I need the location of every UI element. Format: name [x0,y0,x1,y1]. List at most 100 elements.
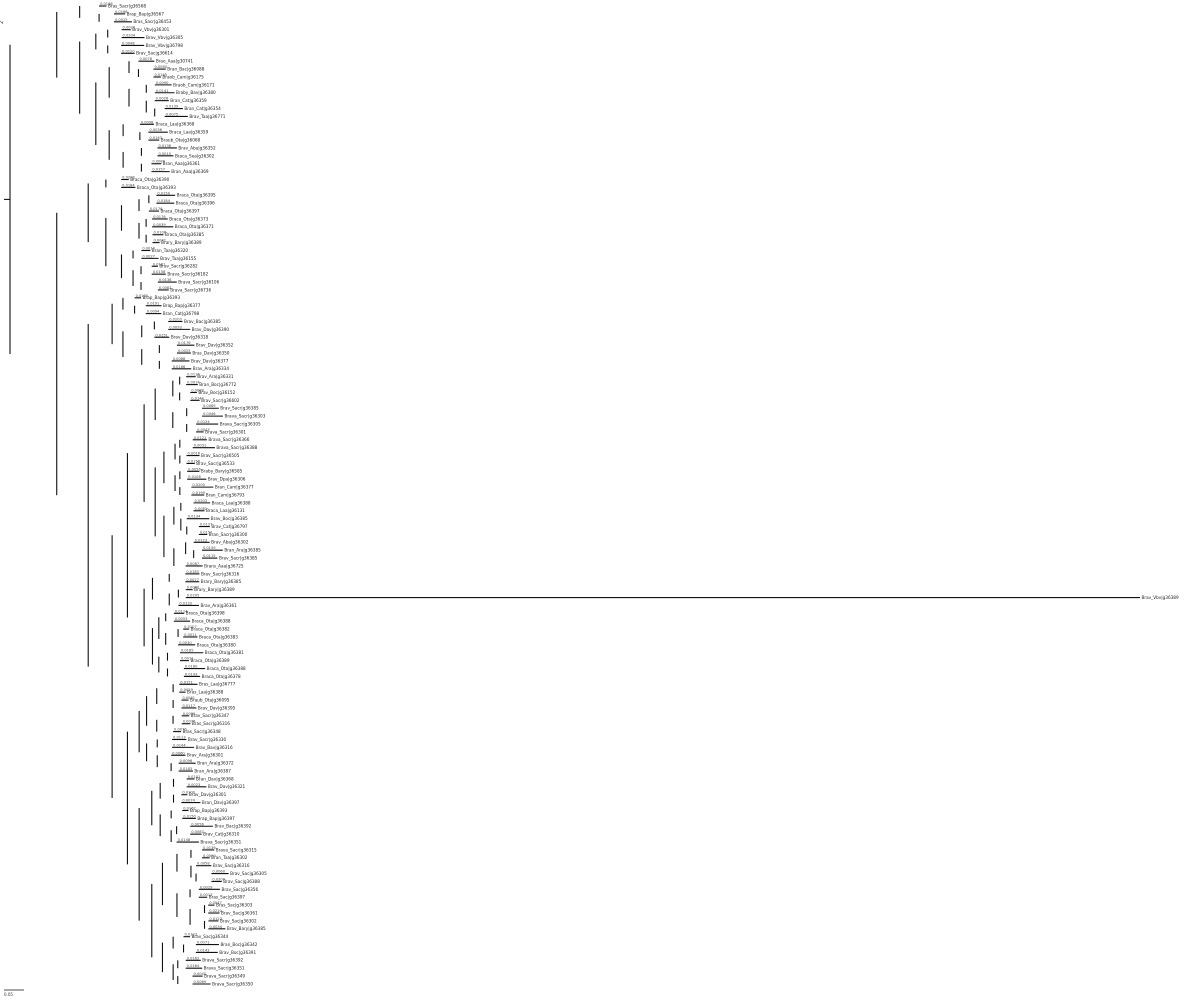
leaf-label: Braca_Laa|g36131 [206,508,245,513]
branch-length-label: 0.0036 [149,128,162,132]
leaf-label: Brav_Bac|g36392 [214,824,251,829]
branch-length-label: 0.0191 [147,302,160,306]
leaf-label: Brav_Sac|g36344 [192,934,229,939]
leaf-label: Bran_Cat|g36354 [184,106,221,111]
branch-length-label: 0.0011 [181,657,194,661]
leaf-label: Bran_Ara|g36387 [194,768,231,773]
leaf-label: Brary_Bary|g36389 [194,587,235,592]
branch-length-label: 0.0184 [157,199,170,203]
branch-length-label: 0.0107 [184,625,197,629]
branch-length-label: 0.0136 [203,846,216,850]
leaf-label: Brav_Vbv|g36301 [132,27,169,32]
leaf-label: Brav_Sac|g36316 [213,863,250,868]
leaf-label: Brava_Sacr|g36301 [205,429,246,434]
leaf-label: Brav_Taa|g36771 [189,114,225,119]
leaf-label: Bran_Taa|g36320 [152,248,189,253]
leaf-label: Brav_Dpa|g36306 [208,477,246,482]
leaf-label: Brav_Sac|g36305 [230,871,267,876]
leaf-label: Brav_Sacr|g36316 [201,571,240,576]
leaf-label: Bran_Aaa|g36369 [171,169,209,174]
branch-length-label: 0.0200 [212,877,225,881]
branch-length-label: 0.0183 [186,570,199,574]
branch-length-label: 0.0143 [197,948,210,952]
branch-length-label: 0.0208 [122,176,135,180]
branch-length-label: 0.0195 [154,73,167,77]
branch-length-label: 0.0163 [149,136,162,140]
leaf-label: Brav_Aba|g36352 [178,145,216,150]
leaf-label: Brao_Aaa|g30741 [156,59,194,64]
leaf-label: Brav_Boc|g36152 [198,390,235,395]
leaf-label: Brav_Bary|g36385 [227,926,266,931]
leaf-label: Brap_Bap|g36393 [143,295,181,300]
leaf-label: Brav_Taa|g36155 [160,256,196,261]
branch-length-label: 0.0099 [203,854,216,858]
branch-length-label: 0.0025 [178,349,191,353]
leaf-label: Brava_Sacr|g36351 [200,839,241,844]
branch-length-label: 0.0123 [185,933,198,937]
branch-length-label: 0.0089 [152,160,165,164]
leaf-label: Brav_Vbv|g36798 [146,43,183,48]
leaf-label: Brans_Aaa|g36725 [204,563,244,568]
leaf-label: Brav_Sac|g36302 [220,918,257,923]
leaf-label: Brav_Dav|g36301 [189,792,227,797]
branch-length-label: 0.0080 [187,586,200,590]
leaf-label: Bras_Sacr|g36348 [183,729,221,734]
leaf-label: Braby_Bary|g36585 [201,469,243,474]
branch-length-label: 0.0014 [187,381,200,385]
leaf-label: Braca_Ota|g36398 [186,611,225,616]
leaf-label: Braca_Ota|g36373 [169,216,208,221]
branch-length-label: 0.0101 [188,775,201,779]
leaf-label: Brav_Aba|g36302 [211,540,249,545]
leaf-label: Bras_Laa|g36388 [187,690,224,695]
branch-length-label: 0.0115 [203,554,216,558]
branch-length-label: 0.0166 [173,365,186,369]
branch-length-label: 0.0123 [195,538,208,542]
leaf-label: Brap_Bap|g36397 [197,816,235,821]
branch-length-label: 0.0108 [188,475,201,479]
leaf-label: Braob_Cam|g36171 [173,82,215,87]
branch-length-label: 0.0020 [123,26,136,30]
branch-length-label: 0.0210 [209,909,222,913]
leaf-label: Braca_Ota|g36382 [191,626,230,631]
leaf-label: Braca_Ota|g36381 [205,650,244,655]
branch-length-label: 0.0011 [184,633,197,637]
leaf-label: Brav_Sac|g36614 [136,51,173,56]
branch-length-label: 0.0028 [156,97,169,101]
leaf-label: Brav_Sac|g36388 [223,879,260,884]
leaf-label: Bran_Ara|g36372 [197,761,234,766]
branch-length-label: 0.0087 [187,562,200,566]
branch-length-label: 0.0141 [156,89,169,93]
branch-length-label: 0.0199 [192,491,205,495]
branch-length-label: 0.0089 [203,404,216,408]
leaf-label: Brav_Vbv|g36305 [146,35,183,40]
branch-length-label: 0.0121 [194,436,207,440]
leaf-label: Braca_Ota|g36396 [176,201,215,206]
branch-length-label: 0.0138 [158,144,171,148]
branch-length-label: 0.0080 [154,65,167,69]
branch-length-label: 0.0114 [175,609,188,613]
leaf-label: Braca_Ota|g36388 [192,619,231,624]
branch-length-label: 0.0151 [155,333,168,337]
branch-length-label: 0.0176 [178,341,191,345]
leaf-label: Brav_Sacr|g36385 [220,406,259,411]
branch-length-label: 0.0076 [174,728,187,732]
branch-length-label: 0.0088 [173,357,186,361]
leaf-label: Brava_Sacr|g36366 [208,437,249,442]
branch-length-label: 0.0138 [159,278,172,282]
leaf-label: Bran_Boc|g36342 [220,942,257,947]
leaf-label: Brava_Sacr|g36351 [204,966,245,971]
branch-length-label: 0.0075 [166,112,179,116]
leaf-label: Bran_Boc|g36772 [199,382,236,387]
branch-length-label: 0.0027 [142,254,155,258]
branch-length-label: 0.0010 [142,247,155,251]
branch-length-label: 0.0058 [197,862,210,866]
leaf-label: Brav_Sac|g36356 [221,887,258,892]
leaf-label: Brav_Dav|g36395 [198,705,236,710]
branch-length-label: 0.0144 [173,743,186,747]
branch-length-label: 0.0193 [185,672,198,676]
branch-length-label: 0.0200 [192,483,205,487]
branch-length-label: 0.0027 [186,578,199,582]
leaf-label: Bras_Sac|g36303 [216,903,253,908]
branch-length-label: 0.0108 [153,231,166,235]
